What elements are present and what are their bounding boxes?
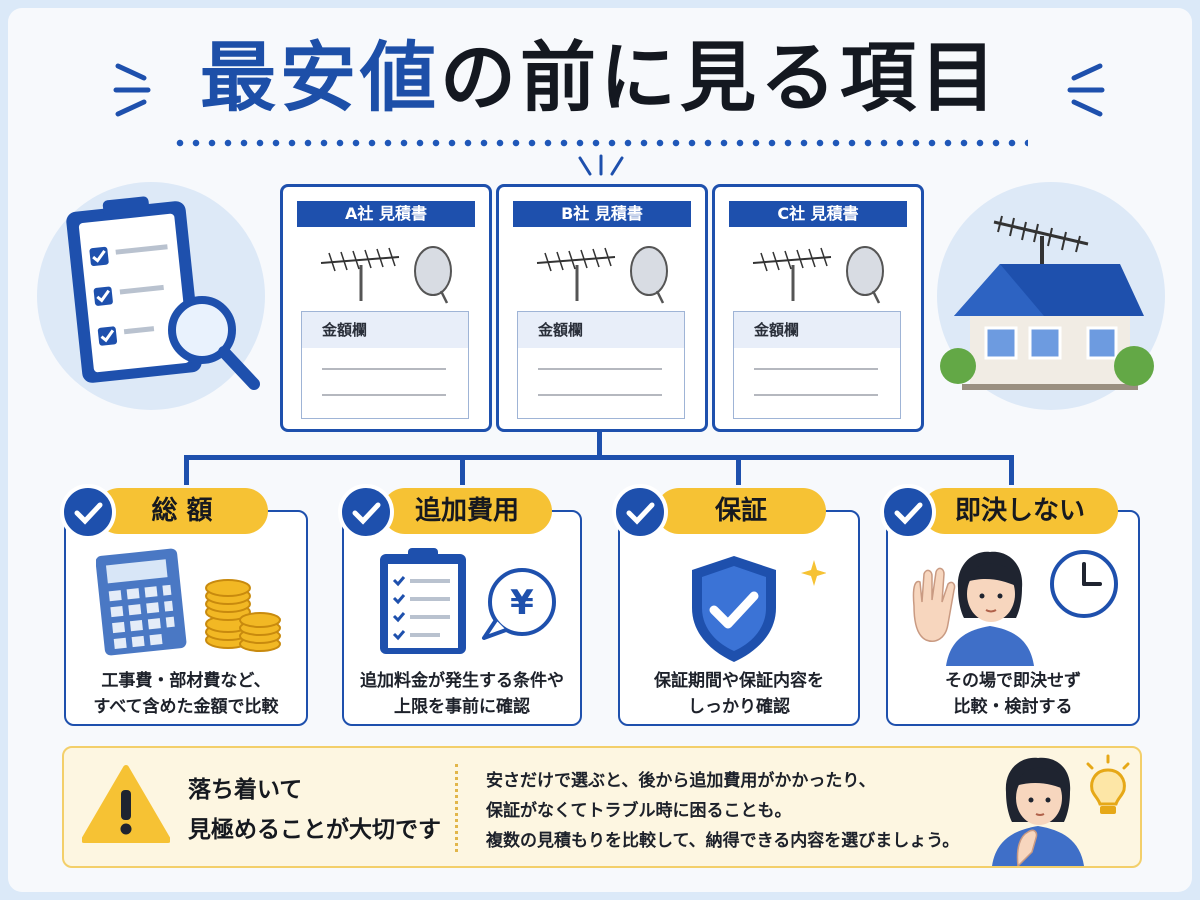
item-desc-line: 保証期間や保証内容を (654, 671, 824, 691)
item-label-warranty: 保証 (656, 488, 826, 534)
note-title-line: 見極めることが大切です (188, 817, 441, 843)
field-line (322, 394, 446, 396)
amount-field: 金額欄 (301, 311, 469, 419)
title-dotted-divider (172, 138, 1028, 148)
quote-card-c: C社 見積書 金額欄 (712, 184, 924, 432)
note-body-line: 保証がなくてトラブル時に困ることも。 (486, 801, 792, 821)
connector-drop (460, 455, 465, 485)
item-desc-warranty: 保証期間や保証内容を しっかり確認 (618, 668, 860, 720)
amount-field-label: 金額欄 (302, 312, 468, 348)
check-icon (880, 484, 936, 540)
title-rest: の前に見る項目 (440, 33, 1000, 122)
quote-company-label: B社 見積書 (513, 201, 691, 227)
item-desc-line: 工事費・部材費など、 (101, 671, 271, 691)
antenna-dish-icon (536, 246, 668, 304)
item-label-total: 総 額 (96, 488, 268, 534)
note-body-line: 安さだけで選ぶと、後から追加費用がかかったり、 (486, 771, 876, 791)
thinking-person-icon (992, 754, 1130, 866)
field-line (538, 368, 662, 370)
field-line (754, 394, 878, 396)
quote-company-label: C社 見積書 (729, 201, 907, 227)
shield-check-icon (692, 556, 826, 662)
quote-card-b: B社 見積書 金額欄 (496, 184, 708, 432)
note-title-line: 落ち着いて (188, 777, 303, 803)
house-antenna-icon (937, 182, 1165, 410)
warning-icon (82, 765, 170, 843)
quote-company-label: A社 見積書 (297, 201, 475, 227)
connector-drop (1009, 455, 1014, 485)
right-burst-icon (1067, 63, 1105, 117)
connector-drop (736, 455, 741, 485)
item-desc-line: 追加料金が発生する条件や (360, 671, 564, 691)
item-desc-total: 工事費・部材費など、 すべて含めた金額で比較 (64, 668, 308, 720)
item-desc-line: 上限を事前に確認 (394, 697, 530, 717)
left-burst-icon (113, 63, 151, 117)
item-desc-line: その場で即決せず (945, 671, 1081, 691)
connector-trunk (597, 432, 602, 458)
item-label-no-rush: 即決しない (922, 488, 1118, 534)
antenna-dish-icon (752, 246, 884, 304)
antenna-dish-icon (320, 246, 452, 304)
clipboard-yen-icon: ¥ (380, 548, 556, 654)
note-body-line: 複数の見積もりを比較して、納得できる内容を選びましょう。 (486, 831, 960, 851)
check-icon (60, 484, 116, 540)
svg-text:¥: ¥ (510, 583, 534, 623)
field-line (322, 368, 446, 370)
item-desc-line: しっかり確認 (688, 697, 790, 717)
item-desc-line: すべて含めた金額で比較 (93, 697, 279, 717)
person-stop-icon (912, 550, 1118, 666)
quote-card-a: A社 見積書 金額欄 (280, 184, 492, 432)
connector-drop (184, 455, 189, 485)
note-separator (455, 764, 458, 852)
item-desc-no-rush: その場で即決せず 比較・検討する (886, 668, 1140, 720)
field-line (538, 394, 662, 396)
item-desc-line: 比較・検討する (953, 697, 1073, 717)
page-title: 最安値の前に見る項目 (0, 28, 1200, 128)
title-highlight: 最安値 (200, 33, 440, 122)
amount-field: 金額欄 (733, 311, 901, 419)
amount-field-label: 金額欄 (518, 312, 684, 348)
amount-field-label: 金額欄 (734, 312, 900, 348)
spark-icon (578, 154, 624, 176)
field-line (754, 368, 878, 370)
check-icon (612, 484, 668, 540)
calculator-icon (96, 548, 281, 656)
check-icon (338, 484, 394, 540)
checklist-search-icon (37, 182, 265, 410)
connector-bar (184, 455, 1014, 460)
amount-field: 金額欄 (517, 311, 685, 419)
note-box (62, 746, 1142, 868)
item-desc-extra-fee: 追加料金が発生する条件や 上限を事前に確認 (342, 668, 582, 720)
item-label-extra-fee: 追加費用 (382, 488, 552, 534)
